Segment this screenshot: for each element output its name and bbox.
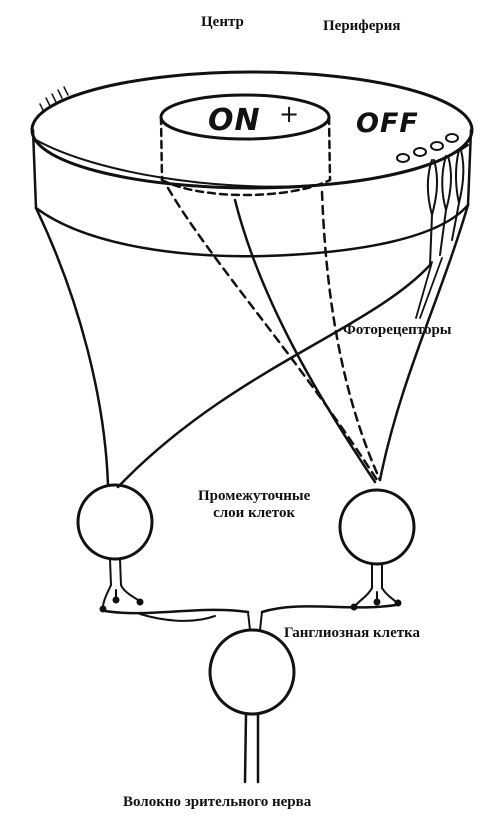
- periphery-label: Периферия: [323, 18, 401, 34]
- intermediate-cell-right: [338, 488, 416, 566]
- center-pathway-3: [233, 198, 377, 484]
- center-label: Центр: [201, 14, 244, 30]
- center-pathway-1: [166, 186, 379, 482]
- intermediate-cell-left: [76, 483, 154, 561]
- center-region-bottom: [160, 178, 332, 197]
- disc-edge-hatching: [39, 86, 69, 113]
- receptive-field-side-right: [466, 128, 473, 207]
- ganglion-dendrite-right: [260, 603, 398, 614]
- center-region-right-edge: [327, 115, 332, 182]
- left-cell-axon: [109, 558, 122, 586]
- ganglion-dendrite-branch: [139, 611, 263, 631]
- right-cell-axon: [371, 563, 383, 589]
- center-region-left-edge: [159, 115, 164, 182]
- ganglion-dendrite-left: [103, 608, 250, 615]
- receptive-field-side-left: [31, 128, 38, 210]
- plus-sign: +: [279, 100, 300, 128]
- photoreceptor-leader-2: [419, 257, 443, 319]
- photoreceptor-pathway: [116, 263, 432, 489]
- optic-nerve-fiber: [243, 712, 260, 784]
- center-pathway-2: [320, 190, 382, 482]
- ganglion-cell-body: [208, 628, 296, 716]
- photoreceptor-leader-1: [415, 261, 433, 319]
- funnel-left-outer: [34, 206, 110, 487]
- funnel-right-outer: [378, 203, 470, 482]
- ganglion-cell-label: Ганглиозная клетка: [284, 625, 421, 641]
- receptive-field-front-curve: [35, 139, 469, 188]
- off-label: OFF: [356, 108, 419, 139]
- photoreceptors-label: Фоторецепторы: [343, 322, 452, 338]
- photoreceptor-cells: [396, 133, 465, 266]
- optic-nerve-label: Волокно зрительного нерва: [123, 794, 312, 810]
- on-label: ON: [208, 103, 261, 138]
- intermediate-layers-label: Промежуточные слои клеток: [198, 488, 311, 522]
- receptive-field-bottom-rim: [34, 203, 470, 258]
